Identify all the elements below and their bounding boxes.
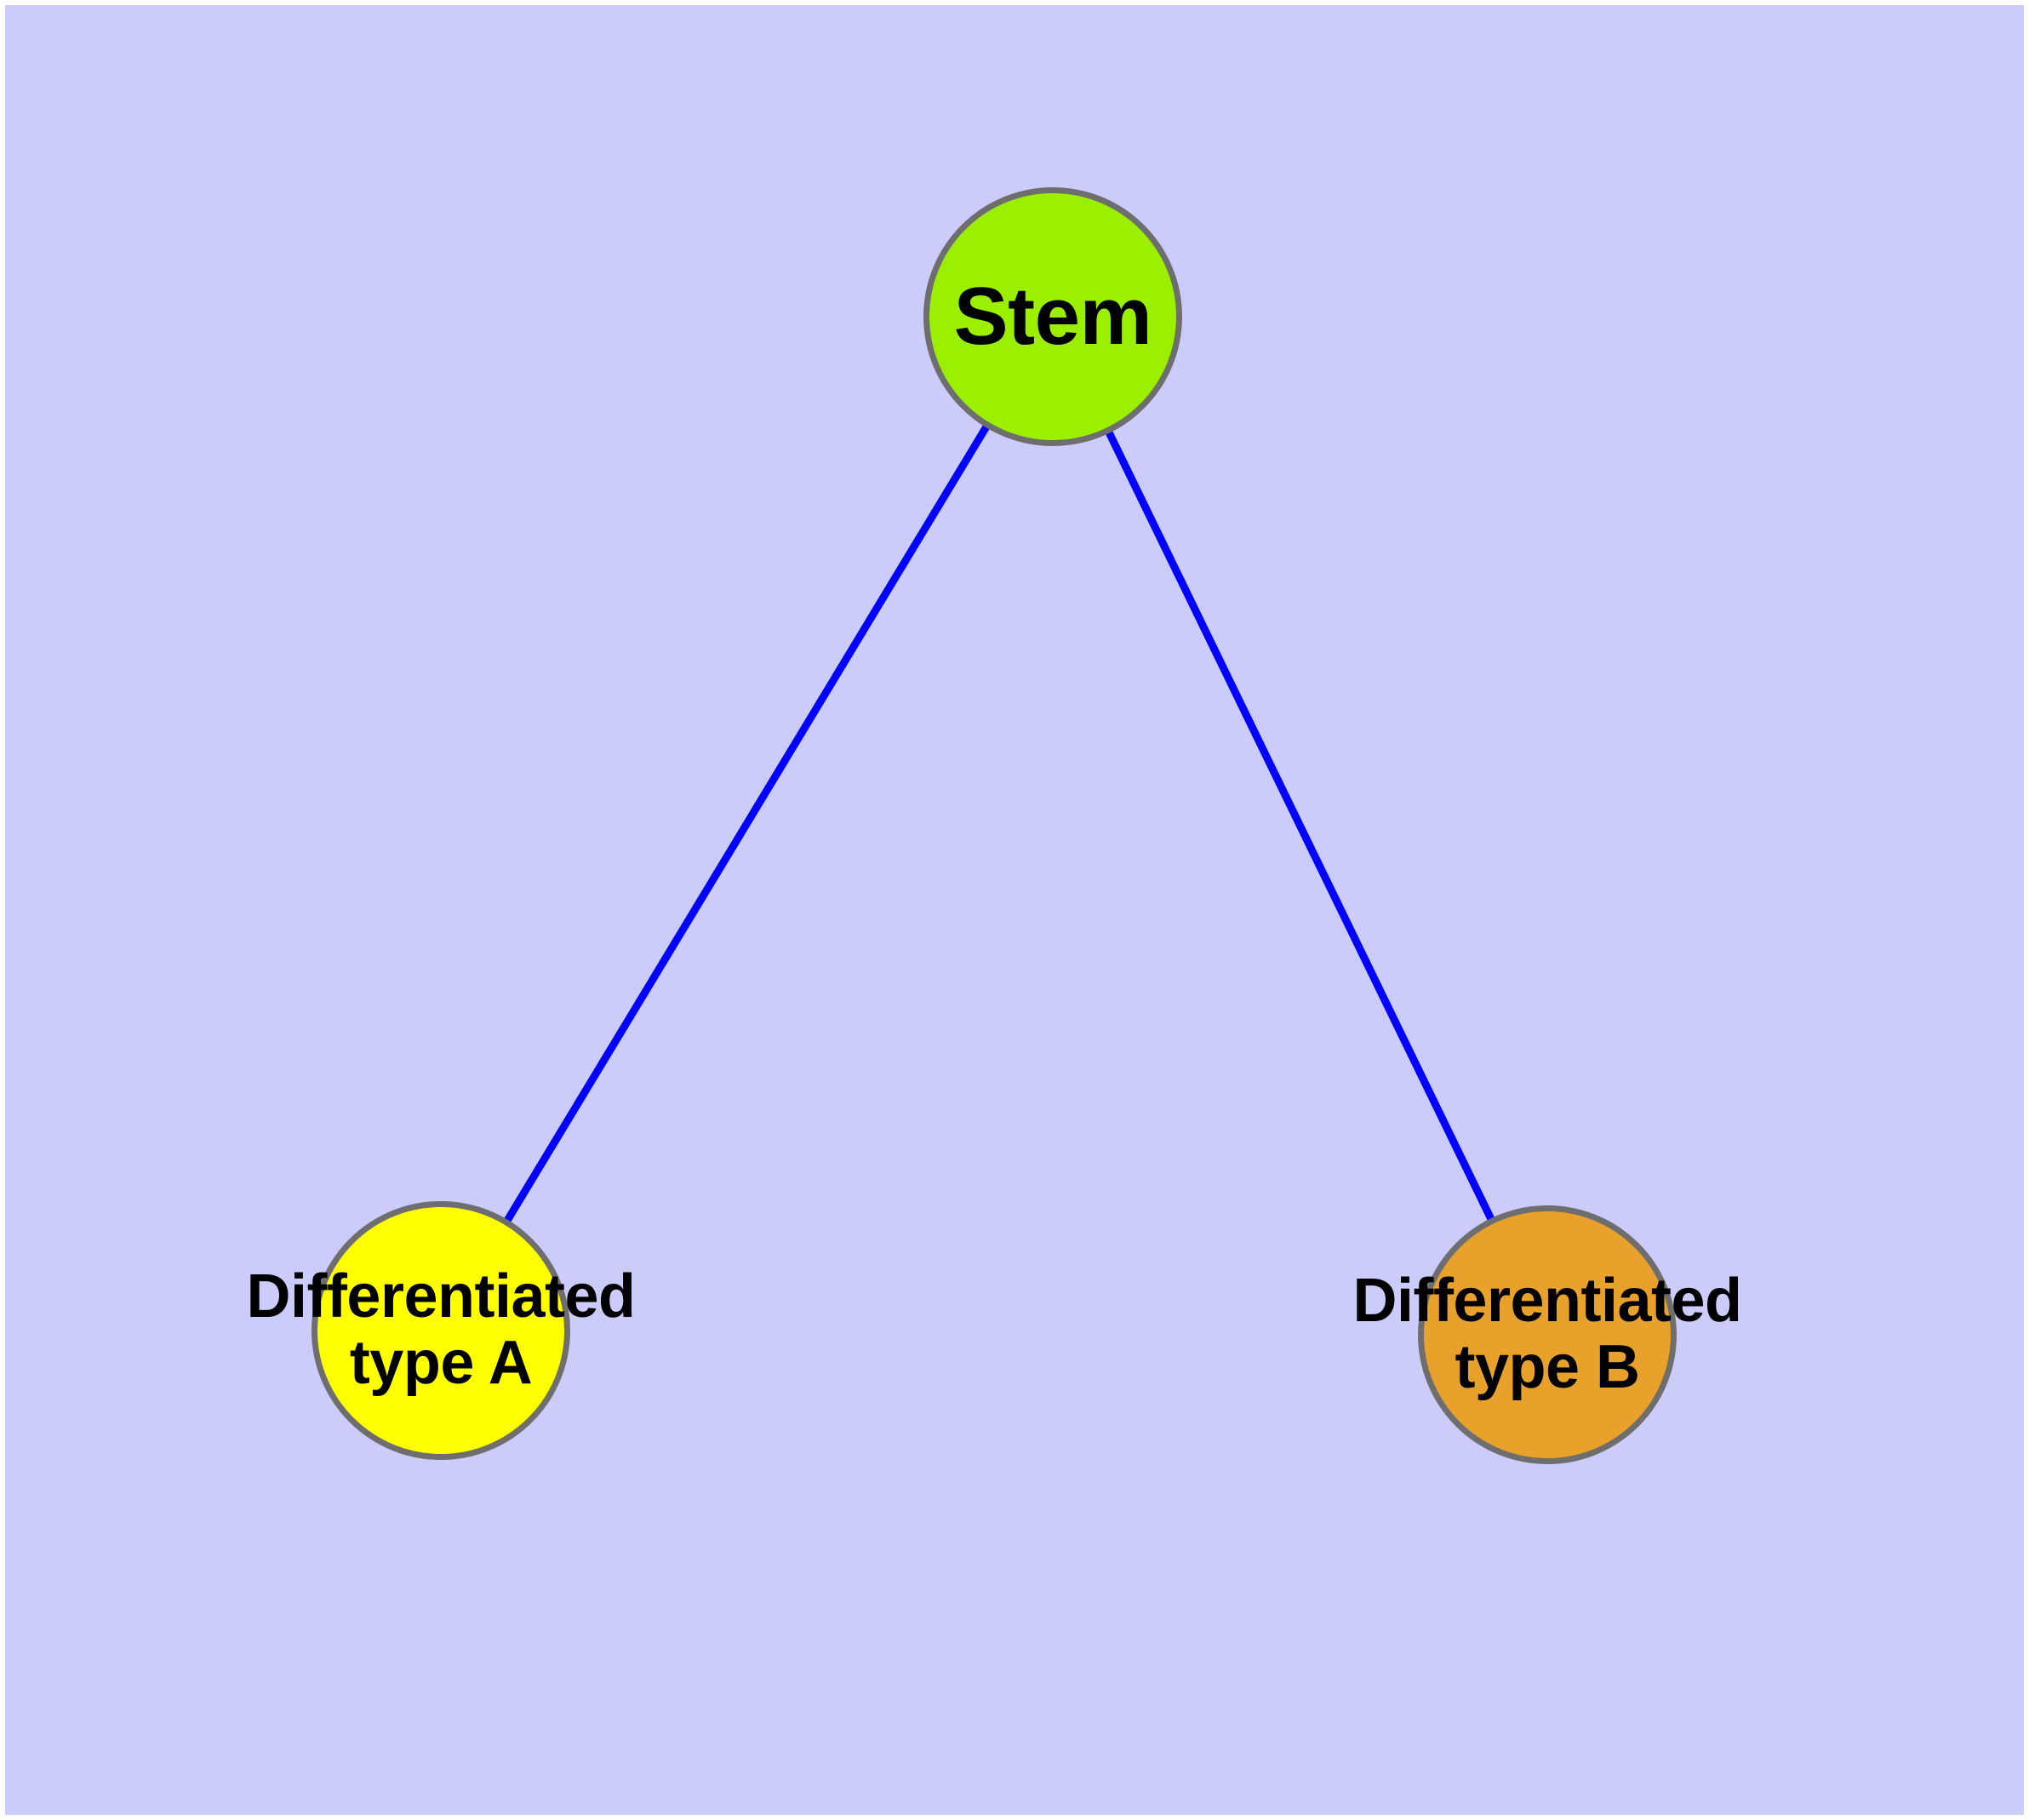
node-differentiated-type-b[interactable]	[1418, 1205, 1677, 1464]
edge-stem-to-differentiated-type-b	[1049, 315, 1552, 1336]
edge-stem-to-differentiated-type-a	[437, 314, 1056, 1333]
node-differentiated-type-a[interactable]	[311, 1201, 570, 1460]
node-stem[interactable]	[923, 187, 1182, 446]
